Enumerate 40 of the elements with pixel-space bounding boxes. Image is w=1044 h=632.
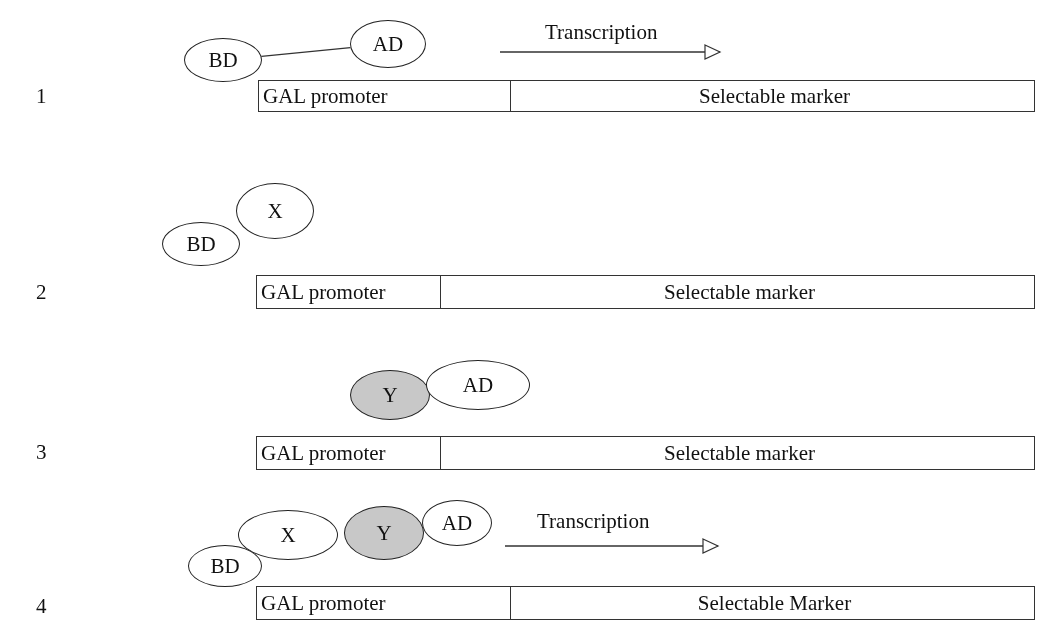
protein-ellipse (188, 545, 262, 587)
gene-segment (440, 436, 1035, 470)
node-label: Selectable Marker (697, 590, 852, 616)
node-label: BD (208, 47, 238, 73)
node-label: AD (462, 372, 494, 398)
connector-line (260, 47, 352, 57)
node-label: GAL promoter (261, 590, 386, 616)
transcription-label: Transcription (545, 20, 658, 45)
node-label: Selectable marker (664, 440, 815, 466)
gene-segment (440, 275, 1035, 309)
row-number: 1 (36, 84, 47, 109)
gene-segment (510, 586, 1035, 620)
row-number: 4 (36, 594, 47, 619)
node-label: X (267, 198, 283, 224)
protein-ellipse (422, 500, 492, 546)
promoter-segment (256, 275, 442, 309)
protein-ellipse (426, 360, 530, 410)
node-label: Selectable marker (699, 83, 850, 109)
node-label: Y (376, 520, 392, 546)
transcription-label: Transcription (537, 509, 650, 534)
node-label: GAL promoter (261, 279, 386, 305)
shaded-protein-ellipse (344, 506, 424, 560)
node-label: GAL promoter (261, 440, 386, 466)
promoter-segment (256, 586, 512, 620)
gene-segment (510, 80, 1035, 112)
node-label: Selectable marker (664, 279, 815, 305)
node-label: BD (186, 231, 216, 257)
node-label: Y (382, 382, 398, 408)
node-label: AD (441, 510, 473, 536)
protein-ellipse (236, 183, 314, 239)
row-number: 2 (36, 280, 47, 305)
node-label: AD (372, 31, 404, 57)
promoter-segment (258, 80, 512, 112)
protein-ellipse (162, 222, 240, 266)
shaded-protein-ellipse (350, 370, 430, 420)
node-label: GAL promoter (263, 83, 388, 109)
node-label: BD (210, 553, 240, 579)
node-label: X (280, 522, 296, 548)
promoter-segment (256, 436, 442, 470)
row-number: 3 (36, 440, 47, 465)
